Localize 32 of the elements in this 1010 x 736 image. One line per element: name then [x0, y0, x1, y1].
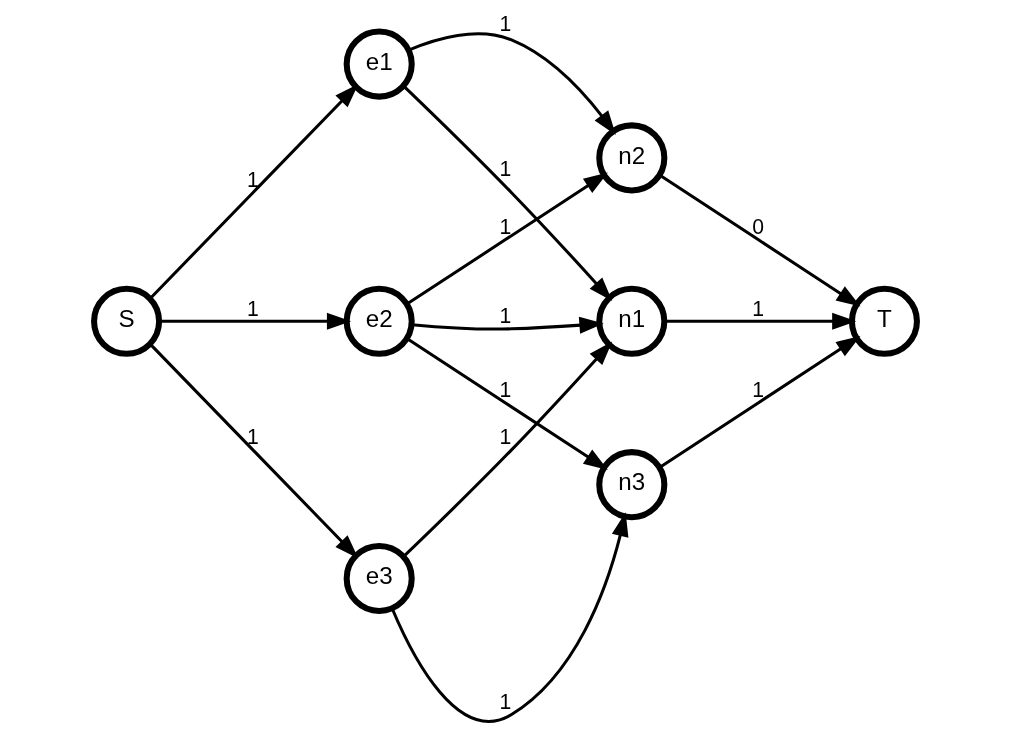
arrow	[407, 32, 616, 135]
edge-label: 1	[499, 12, 511, 36]
arrow	[405, 172, 608, 306]
edge-label: 0	[751, 214, 764, 238]
node-circle: e2	[343, 285, 415, 357]
edge-label: 1	[499, 689, 511, 713]
edge-label: 1	[246, 296, 259, 320]
arrow	[402, 341, 612, 558]
arrow	[148, 343, 358, 559]
edge-label: 1	[246, 425, 259, 449]
edge-label: 1	[246, 167, 259, 191]
edge-label: 1	[499, 425, 511, 449]
node-circle: e1	[343, 28, 415, 100]
arrow	[402, 85, 612, 302]
arrow	[658, 173, 860, 307]
node-circle: n1	[595, 285, 667, 357]
edge-label: 1	[499, 378, 511, 402]
node-circle: S	[90, 285, 162, 357]
edge-label: 1	[751, 378, 764, 402]
edge-label: 1	[499, 304, 511, 328]
node-circle: T	[848, 285, 920, 357]
arrow	[390, 512, 628, 723]
node-circle: n2	[595, 122, 667, 194]
edge-label: 1	[499, 214, 511, 238]
edge-label: 1	[499, 157, 511, 181]
arrow	[148, 83, 358, 300]
node-circle: n3	[595, 449, 667, 521]
arrow	[411, 316, 604, 334]
arrow	[405, 337, 608, 470]
edge-label: 1	[751, 296, 764, 320]
node-circle: e3	[343, 542, 415, 614]
arrow	[658, 335, 860, 469]
